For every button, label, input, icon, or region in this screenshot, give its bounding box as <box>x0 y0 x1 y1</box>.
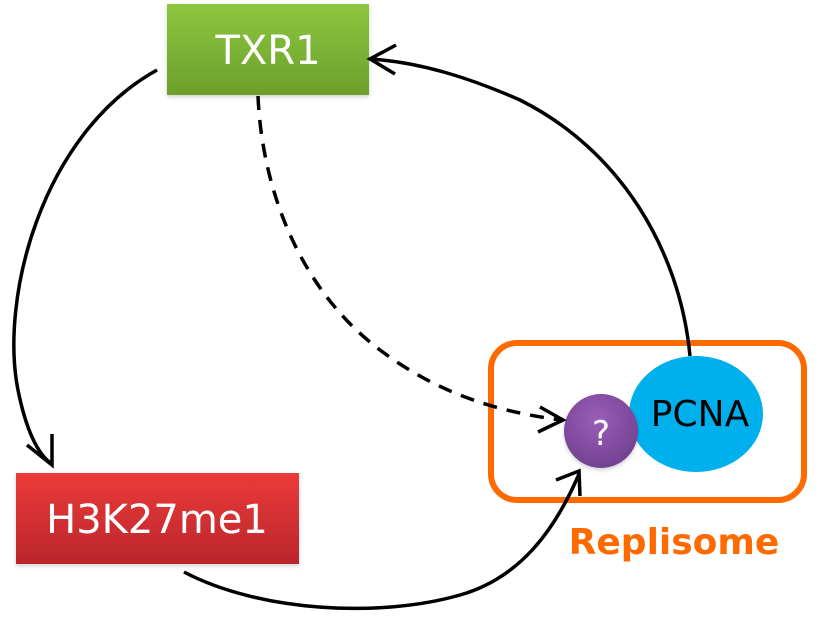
pcna-node <box>629 356 763 472</box>
unknown-factor-node <box>564 394 638 468</box>
h3k27me1-label: H3K27me1 <box>46 497 268 543</box>
replisome-label: Replisome <box>569 522 780 563</box>
edge-pcna-to-txr1 <box>366 43 692 357</box>
edge-txr1-to-unknown-dashed <box>256 95 567 434</box>
arrowhead-icon <box>25 434 54 469</box>
arrowhead-icon <box>555 468 582 497</box>
pcna-label: PCNA <box>651 394 750 435</box>
edge-h3k27me1-to-unknown <box>183 468 582 611</box>
unknown-factor-label: ? <box>592 414 610 454</box>
h3k27me1-node: H3K27me1 <box>16 473 299 564</box>
arrowhead-icon <box>366 43 397 76</box>
edge-txr1-to-h3k27me1 <box>12 68 158 469</box>
txr1-label: TXR1 <box>214 28 320 74</box>
replisome-group-box <box>488 340 807 503</box>
arrowhead-icon <box>537 405 567 434</box>
txr1-node: TXR1 <box>167 4 369 95</box>
